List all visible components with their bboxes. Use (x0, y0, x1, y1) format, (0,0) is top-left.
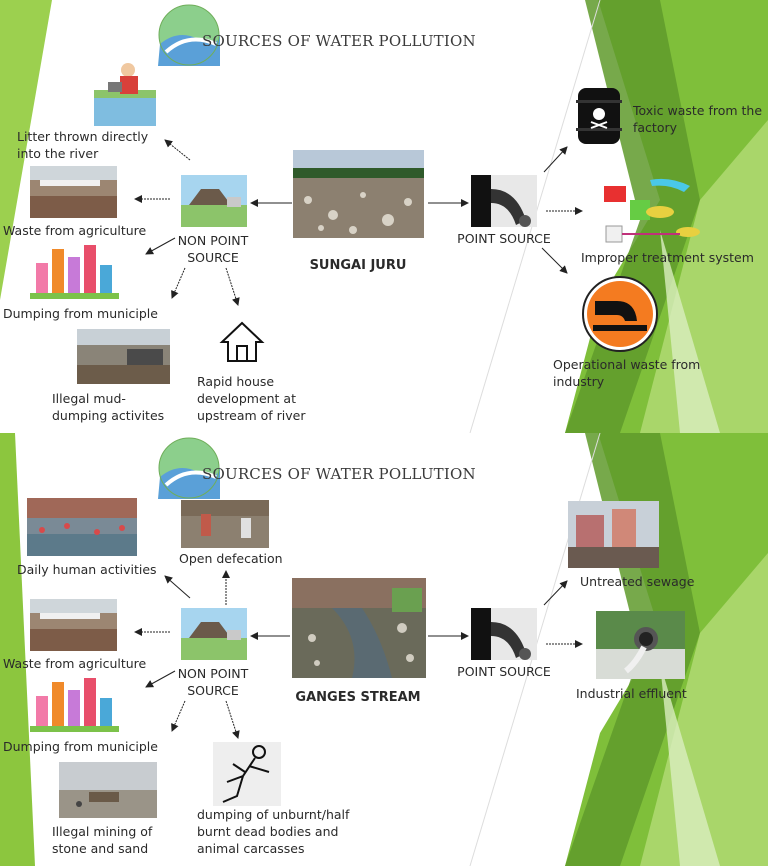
open-defecation-label: Open defecation (179, 551, 283, 566)
mud-dumping-photo (77, 329, 170, 384)
litter-illustration (94, 54, 156, 126)
mining-label: Illegal mining of stone and sand (52, 824, 153, 856)
open-defecation-photo (181, 500, 269, 548)
agriculture-label: Waste from agriculture (3, 656, 147, 671)
mining-photo (59, 762, 157, 818)
slide-title: SOURCES OF WATER POLLUTION (202, 465, 476, 483)
treatment-system-diagram (600, 176, 704, 248)
mud-dumping-label: Illegal mud- dumping activites (52, 391, 165, 423)
agriculture-photo (30, 599, 117, 651)
river-photo (293, 150, 424, 238)
non-point-source-label: NON POINT SOURCE (177, 233, 249, 265)
municipal-label: Dumping from municiple (3, 739, 158, 754)
litter-label: Litter thrown directly into the river (17, 129, 149, 161)
non-point-source-label: NON POINT SOURCE (177, 666, 249, 698)
agriculture-label: Waste from agriculture (3, 223, 147, 238)
treatment-system-label: Improper treatment system (581, 250, 754, 265)
untreated-sewage-photo (568, 501, 659, 568)
center-label: GANGES STREAM (295, 690, 421, 705)
point-source-label: POINT SOURCE (457, 664, 551, 679)
point-source-image (471, 175, 537, 227)
outfall-pipe-icon (581, 275, 659, 353)
connector-arrows (134, 570, 583, 739)
untreated-sewage-label: Untreated sewage (580, 574, 695, 589)
dead-bodies-label: dumping of unburnt/half burnt dead bodie… (197, 807, 350, 856)
slide-sungai-juru: SOURCES OF WATER POLLUTION SUNGAI JURU N… (0, 0, 768, 433)
industrial-effluent-photo (596, 611, 685, 679)
dead-body-illustration (213, 742, 281, 806)
house-icon (219, 320, 265, 364)
municipal-buildings-illustration (30, 243, 119, 299)
agriculture-photo (30, 166, 117, 218)
operational-waste-label: Operational waste from industry (553, 357, 701, 389)
municipal-buildings-illustration (30, 676, 119, 732)
water-logo-icon (158, 437, 220, 499)
connector-arrows (134, 139, 583, 306)
slide-title: SOURCES OF WATER POLLUTION (202, 32, 476, 50)
stream-photo (292, 578, 426, 678)
slide-ganges-stream: SOURCES OF WATER POLLUTION GANGES STREAM… (0, 433, 768, 866)
human-activities-label: Daily human activities (17, 562, 157, 577)
toxic-waste-label: Toxic waste from the factory (633, 103, 763, 135)
municipal-label: Dumping from municiple (3, 306, 158, 321)
point-source-label: POINT SOURCE (457, 231, 551, 246)
non-point-source-image (181, 608, 247, 660)
industrial-effluent-label: Industrial effluent (576, 686, 687, 701)
toxic-barrel-icon (576, 84, 622, 148)
house-development-label: Rapid house development at upstream of r… (197, 374, 306, 423)
point-source-image (471, 608, 537, 660)
non-point-source-image (181, 175, 247, 227)
center-label: SUNGAI JURU (309, 258, 407, 273)
water-logo-icon (158, 4, 220, 66)
human-activities-photo (27, 498, 137, 556)
